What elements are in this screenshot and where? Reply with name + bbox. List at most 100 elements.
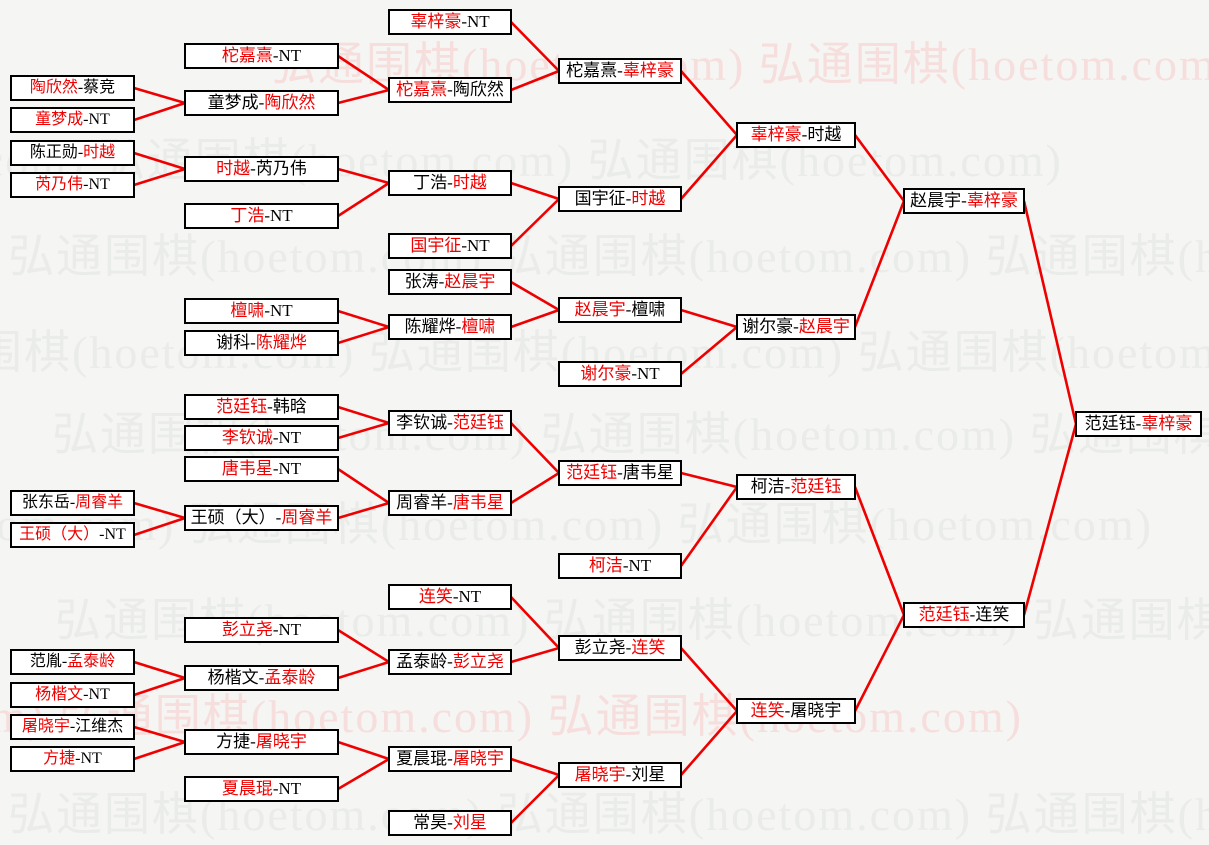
player-name-winner: 辜梓豪: [750, 125, 802, 144]
player-name-winner: 屠晓宇: [452, 749, 504, 768]
name-separator: -: [267, 397, 273, 416]
connector-line: [337, 54, 390, 92]
connector-line: [337, 325, 390, 345]
connector-line: [510, 308, 560, 329]
connector-line: [510, 646, 560, 664]
connector-line: [510, 471, 560, 505]
player-name-loser: NT: [270, 301, 293, 320]
connector-line: [510, 198, 560, 247]
name-separator: -: [438, 272, 445, 291]
player-name-winner: 连笑: [750, 701, 785, 720]
connector-line: [133, 725, 186, 744]
name-separator: -: [258, 668, 265, 687]
match-box: 范廷钰-韩晗: [184, 394, 339, 420]
player-name-winner: 夏晨琨: [221, 779, 273, 798]
connector-line: [510, 422, 560, 474]
player-name-loser: 国宇征: [574, 189, 626, 208]
player-name-winner: 周睿羊: [281, 508, 333, 527]
match-box: 丁浩-NT: [184, 203, 339, 229]
connector-line: [133, 167, 186, 187]
player-name-loser: NT: [278, 779, 302, 798]
player-name-winner: 范廷钰: [918, 605, 970, 624]
match-box: 张涛-赵晨宇: [388, 269, 512, 295]
player-name-loser: NT: [104, 526, 126, 543]
connector-line: [510, 69, 560, 92]
connector-line: [133, 516, 186, 537]
name-separator: -: [447, 413, 453, 432]
connector-line: [1022, 200, 1078, 425]
player-name-winner: 连笑: [631, 638, 666, 657]
player-name-winner: 方捷: [43, 750, 76, 767]
player-name-winner: 柁嘉熹: [221, 46, 273, 65]
name-separator: -: [69, 718, 76, 735]
match-box: 陈耀烨-檀啸: [388, 314, 512, 340]
connector-line: [680, 710, 738, 776]
player-name-winner: 周睿羊: [75, 494, 124, 511]
match-box: 辜梓豪-NT: [388, 9, 512, 35]
player-name-winner: 杨楷文: [35, 686, 84, 703]
name-separator: -: [83, 686, 89, 703]
player-name-winner: 时越: [83, 144, 116, 161]
match-box: 王硕（大）-NT: [10, 522, 135, 548]
connector-line: [853, 614, 906, 712]
name-separator: -: [617, 61, 623, 80]
connector-line: [853, 200, 906, 328]
name-separator: -: [83, 176, 89, 193]
player-name-loser: 柁嘉熹: [566, 61, 618, 80]
match-box: 柁嘉熹-陶欣然: [388, 77, 512, 103]
name-separator: -: [784, 701, 791, 720]
player-name-loser: 谢尔豪: [742, 317, 794, 336]
player-name-winner: 王硕（大）: [19, 526, 100, 543]
player-name-loser: 唐韦星: [622, 463, 674, 482]
player-name-winner: 孟泰龄: [67, 653, 116, 670]
player-name-winner: 彭立尧: [221, 620, 273, 639]
name-separator: -: [625, 300, 632, 319]
name-separator: -: [272, 428, 279, 447]
connector-line: [337, 421, 390, 440]
player-name-loser: 陶欣然: [452, 80, 504, 99]
player-name-loser: 常昊: [413, 813, 448, 832]
player-name-winner: 时越: [216, 159, 251, 178]
name-separator: -: [447, 173, 453, 192]
player-name-loser: 周睿羊: [396, 493, 448, 512]
player-name-winner: 芮乃伟: [35, 176, 84, 193]
player-name-loser: 方捷: [216, 732, 251, 751]
name-separator: -: [961, 191, 967, 210]
match-box: 陈正勋-时越: [10, 140, 135, 166]
player-name-winner: 檀啸: [461, 317, 496, 336]
player-name-loser: NT: [458, 587, 482, 606]
player-name-loser: NT: [278, 428, 302, 447]
match-box: 杨楷文-孟泰龄: [184, 665, 339, 691]
connector-line: [510, 181, 560, 201]
player-name-loser: 杨楷文: [207, 668, 259, 687]
match-box: 张东岳-周睿羊: [10, 490, 135, 516]
name-separator: -: [272, 46, 279, 65]
name-separator: -: [631, 364, 637, 383]
match-box: 周睿羊-唐韦星: [388, 490, 512, 516]
name-separator: -: [75, 750, 81, 767]
player-name-winner: 陶欣然: [264, 93, 316, 112]
player-name-winner: 柁嘉熹: [396, 80, 448, 99]
player-name-loser: 连笑: [975, 605, 1010, 624]
match-box: 谢尔豪-赵晨宇: [736, 314, 856, 340]
player-name-loser: NT: [88, 111, 110, 128]
name-separator: -: [447, 749, 453, 768]
player-name-loser: NT: [270, 206, 293, 225]
match-box: 李钦诚-NT: [184, 425, 339, 451]
connector-line: [1022, 423, 1078, 616]
name-separator: -: [447, 652, 453, 671]
player-name-winner: 唐韦星: [221, 459, 273, 478]
player-name-loser: NT: [637, 364, 660, 383]
name-separator: -: [625, 638, 632, 657]
connector-line: [337, 757, 390, 791]
player-name-loser: NT: [467, 12, 490, 31]
name-separator: -: [250, 159, 256, 178]
player-name-loser: 彭立尧: [574, 638, 626, 657]
connector-line: [337, 309, 390, 329]
match-box: 范胤-孟泰龄: [10, 649, 135, 675]
match-box: 陶欣然-蔡竞: [10, 75, 135, 101]
player-name-loser: 蔡竞: [83, 79, 116, 96]
player-name-loser: 范廷钰: [1084, 414, 1136, 433]
connector-line: [680, 326, 738, 375]
name-separator: -: [69, 494, 76, 511]
